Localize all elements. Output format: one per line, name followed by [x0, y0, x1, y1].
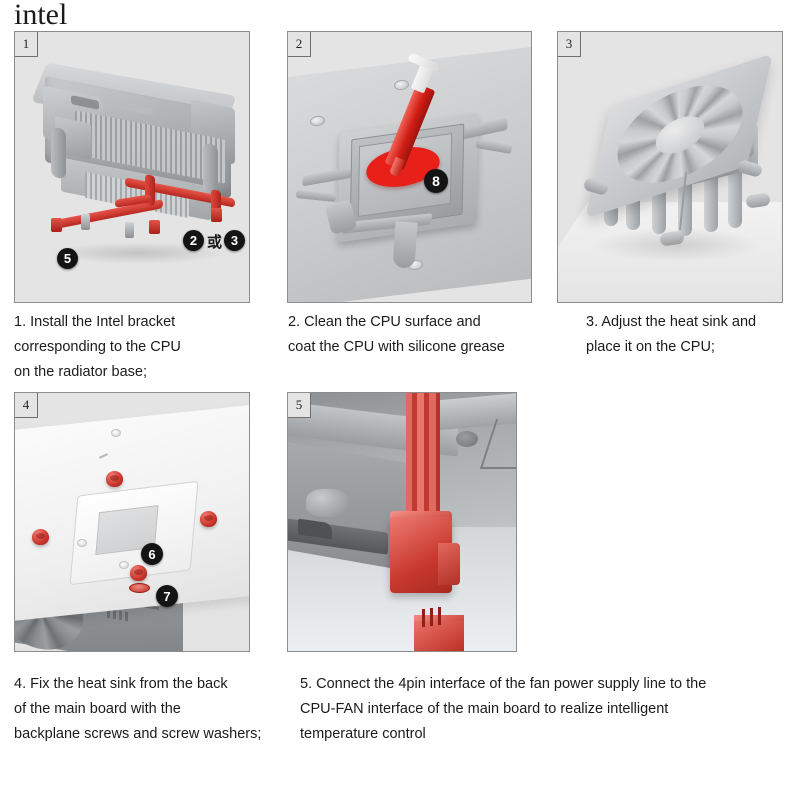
callout-badge-5: 5	[57, 248, 78, 269]
backplate-screw	[32, 529, 49, 545]
callout-badge-7: 7	[156, 585, 178, 607]
panel-number-2: 2	[288, 32, 311, 57]
fan-cable	[406, 393, 440, 521]
panel-number-3: 3	[558, 32, 581, 57]
backplate-screw	[106, 471, 123, 487]
backplate-screw	[200, 511, 217, 527]
caption-step-2: 2. Clean the CPU surface and coat the CP…	[288, 314, 505, 355]
caption-step-4: 4. Fix the heat sink from the back of th…	[14, 676, 262, 742]
backplate-screw	[130, 565, 147, 581]
step-panel-5: 5	[287, 392, 517, 652]
callout-or-label: 或	[207, 234, 223, 251]
panel-number-5: 5	[288, 393, 311, 418]
intel-logo: intel	[14, 0, 68, 31]
panel-number-4: 4	[15, 393, 38, 418]
callout-badge-3: 3	[224, 230, 245, 251]
screw-washer	[129, 583, 150, 593]
illustration-fan-connector	[288, 393, 516, 651]
illustration-backplate-screws: 6 7	[15, 393, 249, 651]
step-panel-3: 3	[557, 31, 783, 303]
step-panel-4: 6 7 4	[14, 392, 250, 652]
caption-step-5: 5. Connect the 4pin interface of the fan…	[300, 676, 707, 742]
callout-badge-6: 6	[141, 543, 163, 565]
illustration-cpu-cooler	[558, 32, 782, 302]
illustration-thermal-paste: 8	[288, 32, 531, 302]
caption-step-3: 3. Adjust the heat sink and place it on …	[586, 314, 757, 355]
illustration-install-bracket: 2 或 3 5	[15, 32, 249, 302]
step-panel-1: 2 或 3 5 1	[14, 31, 250, 303]
callout-badge-8: 8	[424, 169, 448, 193]
step-panel-2: 8 2	[287, 31, 532, 303]
callout-badge-2: 2	[183, 230, 204, 251]
board-pins	[294, 651, 348, 652]
caption-step-1: 1. Install the Intel bracket correspondi…	[14, 314, 181, 380]
panel-number-1: 1	[15, 32, 38, 57]
